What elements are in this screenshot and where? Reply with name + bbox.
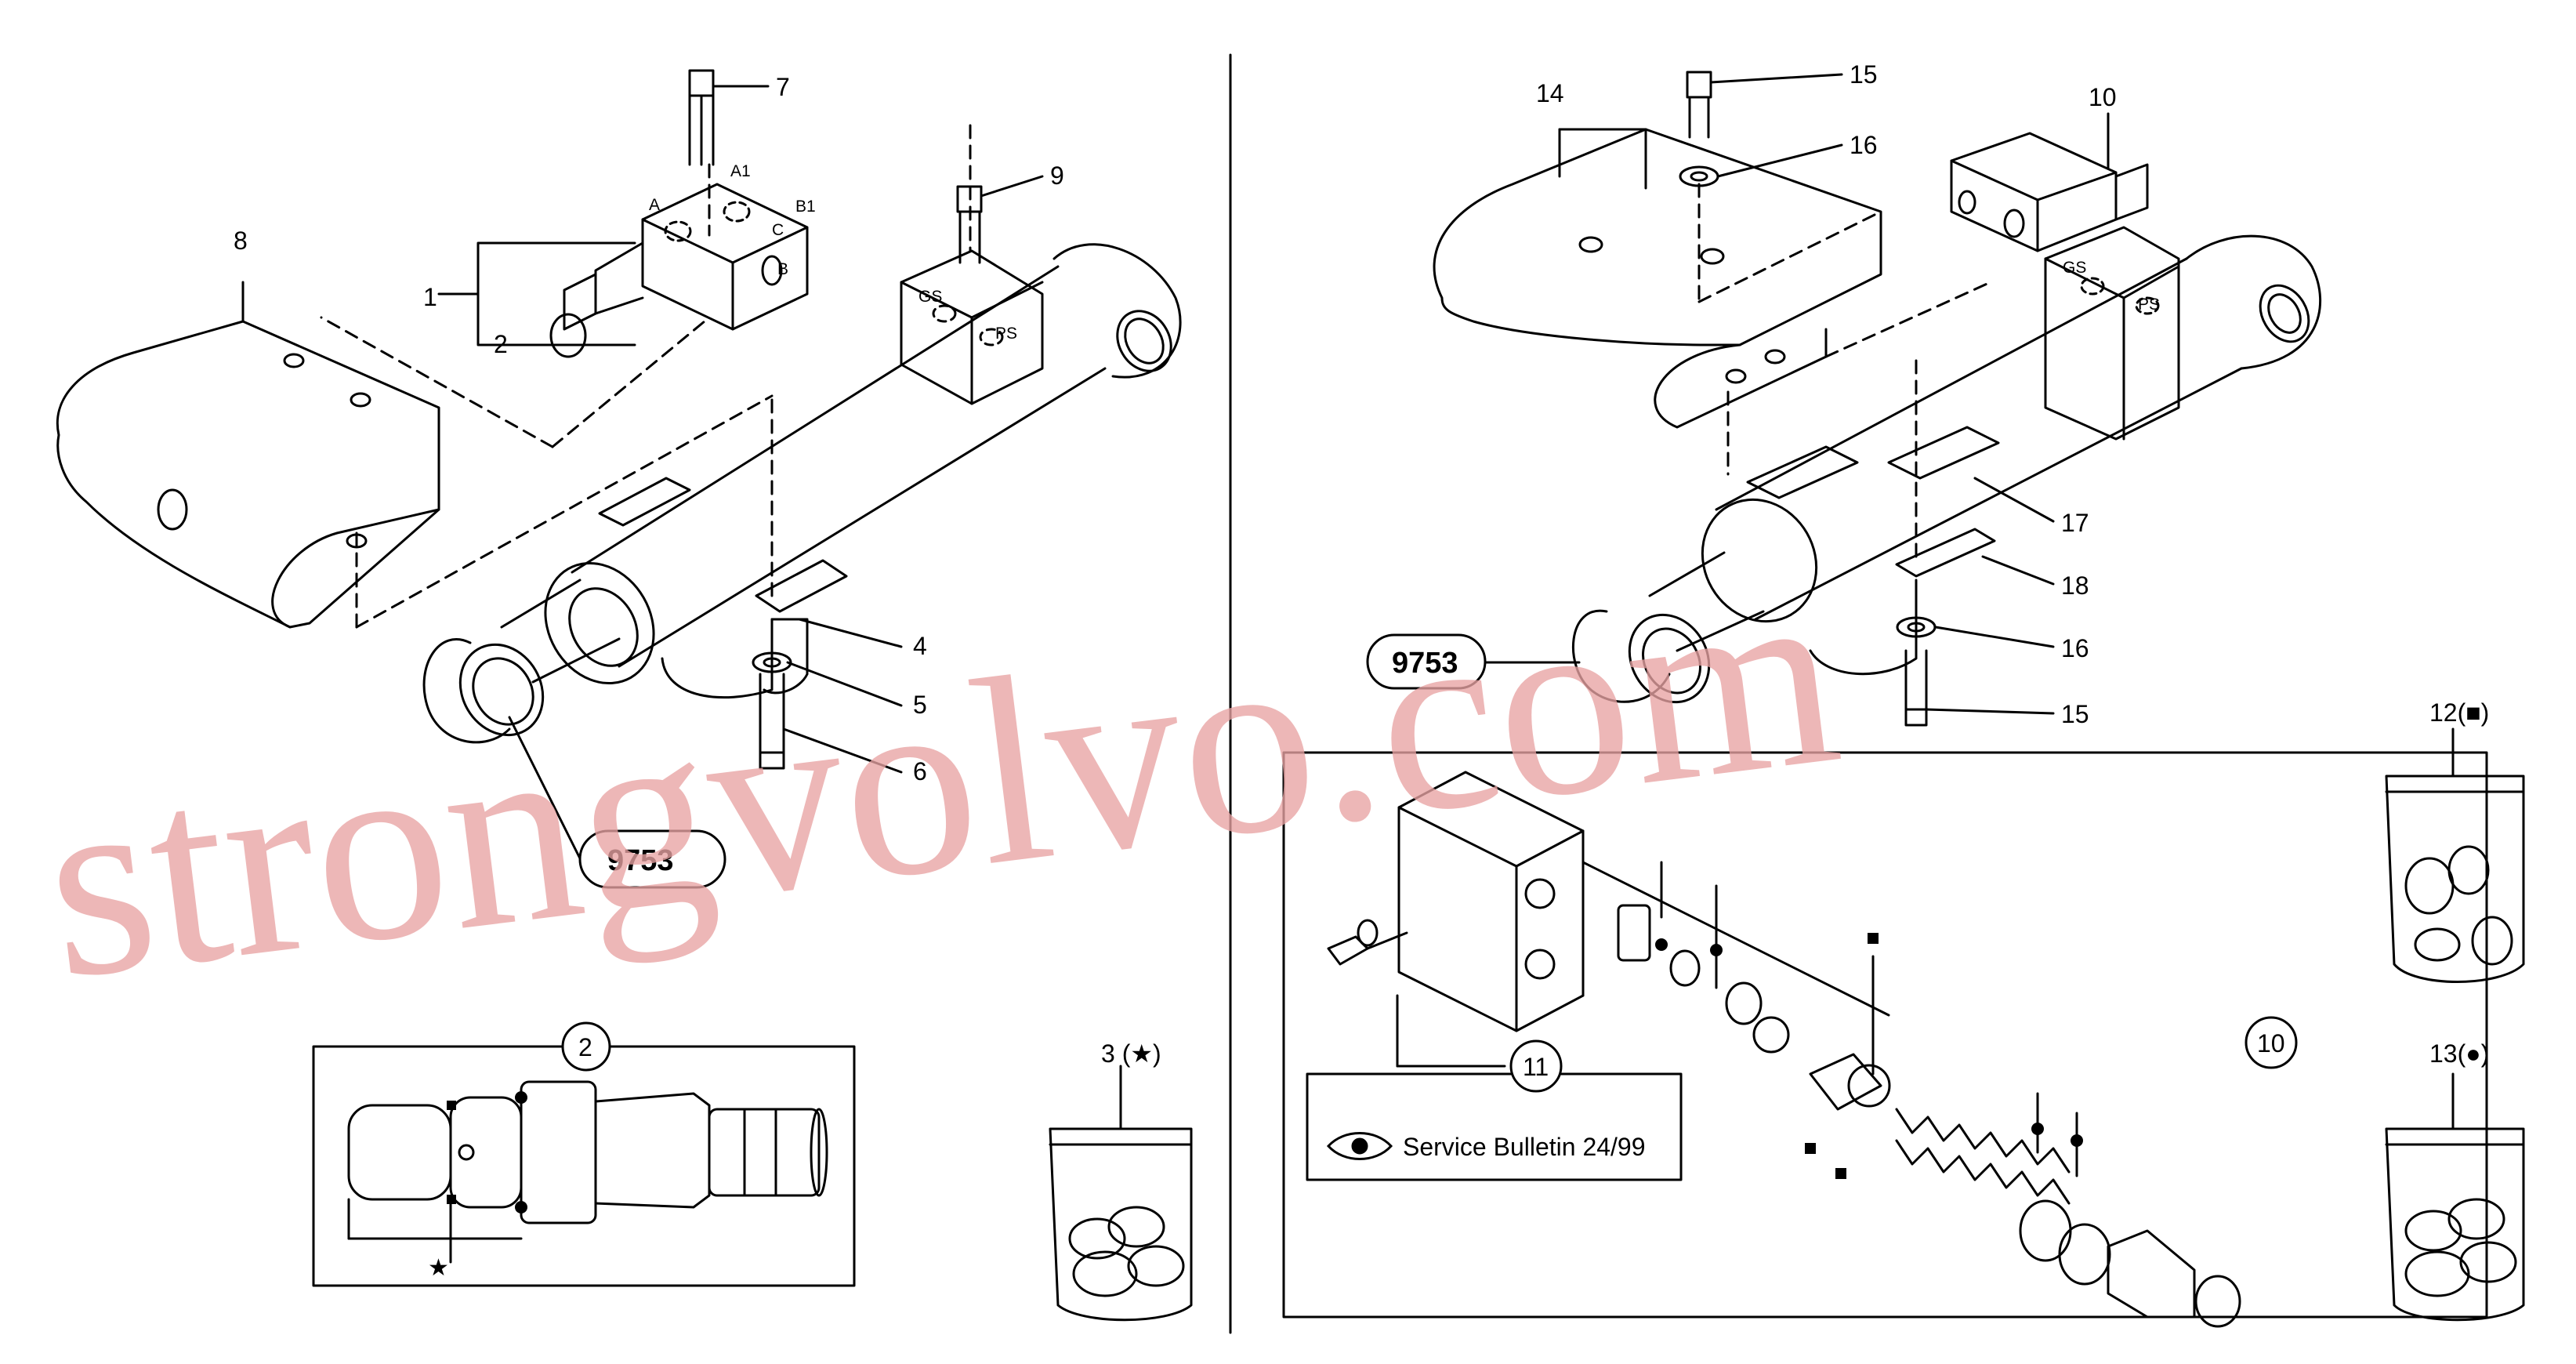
callout-16-bottom: 16	[2061, 634, 2089, 662]
left-leaders	[241, 85, 1044, 860]
callout-10-panel: 10	[2257, 1029, 2285, 1057]
callout-15-bottom: 15	[2061, 700, 2089, 728]
spring	[1895, 1108, 2071, 1205]
callout-18: 18	[2061, 571, 2089, 600]
ref-box-right	[1366, 633, 1487, 690]
callout-10-top: 10	[2089, 83, 2117, 111]
star-icon: ★	[428, 1255, 449, 1281]
kit-bag-12	[2385, 727, 2525, 983]
port-gs-right: GS	[2063, 259, 2086, 277]
valve-block	[641, 183, 809, 331]
callout-12: 12(■)	[2429, 698, 2489, 727]
right-leaders	[1484, 73, 2110, 715]
port-gs-left: GS	[918, 288, 942, 306]
left-cylinder-assembly	[320, 69, 1182, 770]
service-bulletin-text: Service Bulletin 24/99	[1403, 1133, 1646, 1161]
cartridge-detail	[347, 1080, 828, 1264]
callout-14: 14	[1536, 79, 1564, 107]
callout-2: 2	[494, 330, 508, 358]
port-a1: A1	[730, 162, 751, 180]
callout-3: 3 (★)	[1101, 1039, 1161, 1068]
callout-9: 9	[1050, 161, 1064, 190]
callout-15-top: 15	[1850, 60, 1878, 89]
callout-11: 11	[1523, 1053, 1549, 1081]
port-b1: B1	[795, 198, 816, 216]
callout-17: 17	[2061, 509, 2089, 537]
kit-bag-13	[2385, 1072, 2525, 1322]
callout-7: 7	[776, 73, 790, 101]
ref-label-left: 9753	[607, 844, 674, 877]
port-ps-right: PS	[2138, 296, 2160, 314]
callout-13: 13(●)	[2429, 1039, 2489, 1068]
eye-icon	[1326, 1132, 1393, 1160]
exploded-valve-panel	[1282, 751, 2488, 1319]
right-cylinder-assembly	[1433, 71, 2322, 727]
port-ps-left: PS	[995, 325, 1017, 343]
callout-16-top: 16	[1850, 131, 1878, 159]
port-c: C	[772, 221, 784, 239]
ref-box-left	[578, 829, 726, 889]
watermark: strongvolvo.com	[31, 522, 1853, 1035]
left-bracket	[56, 320, 440, 629]
callout-8: 8	[234, 227, 248, 255]
callout-1: 1	[423, 283, 437, 311]
port-a: A	[649, 196, 660, 214]
ref-label-right: 9753	[1392, 647, 1458, 680]
kit-bag-3	[1049, 1065, 1193, 1322]
callout-5: 5	[913, 691, 927, 719]
callout-6: 6	[913, 757, 927, 785]
callout-2-detail: 2	[578, 1033, 592, 1061]
service-bulletin-box	[1306, 1072, 1683, 1181]
callout-4: 4	[913, 632, 927, 660]
port-b: B	[777, 260, 788, 278]
